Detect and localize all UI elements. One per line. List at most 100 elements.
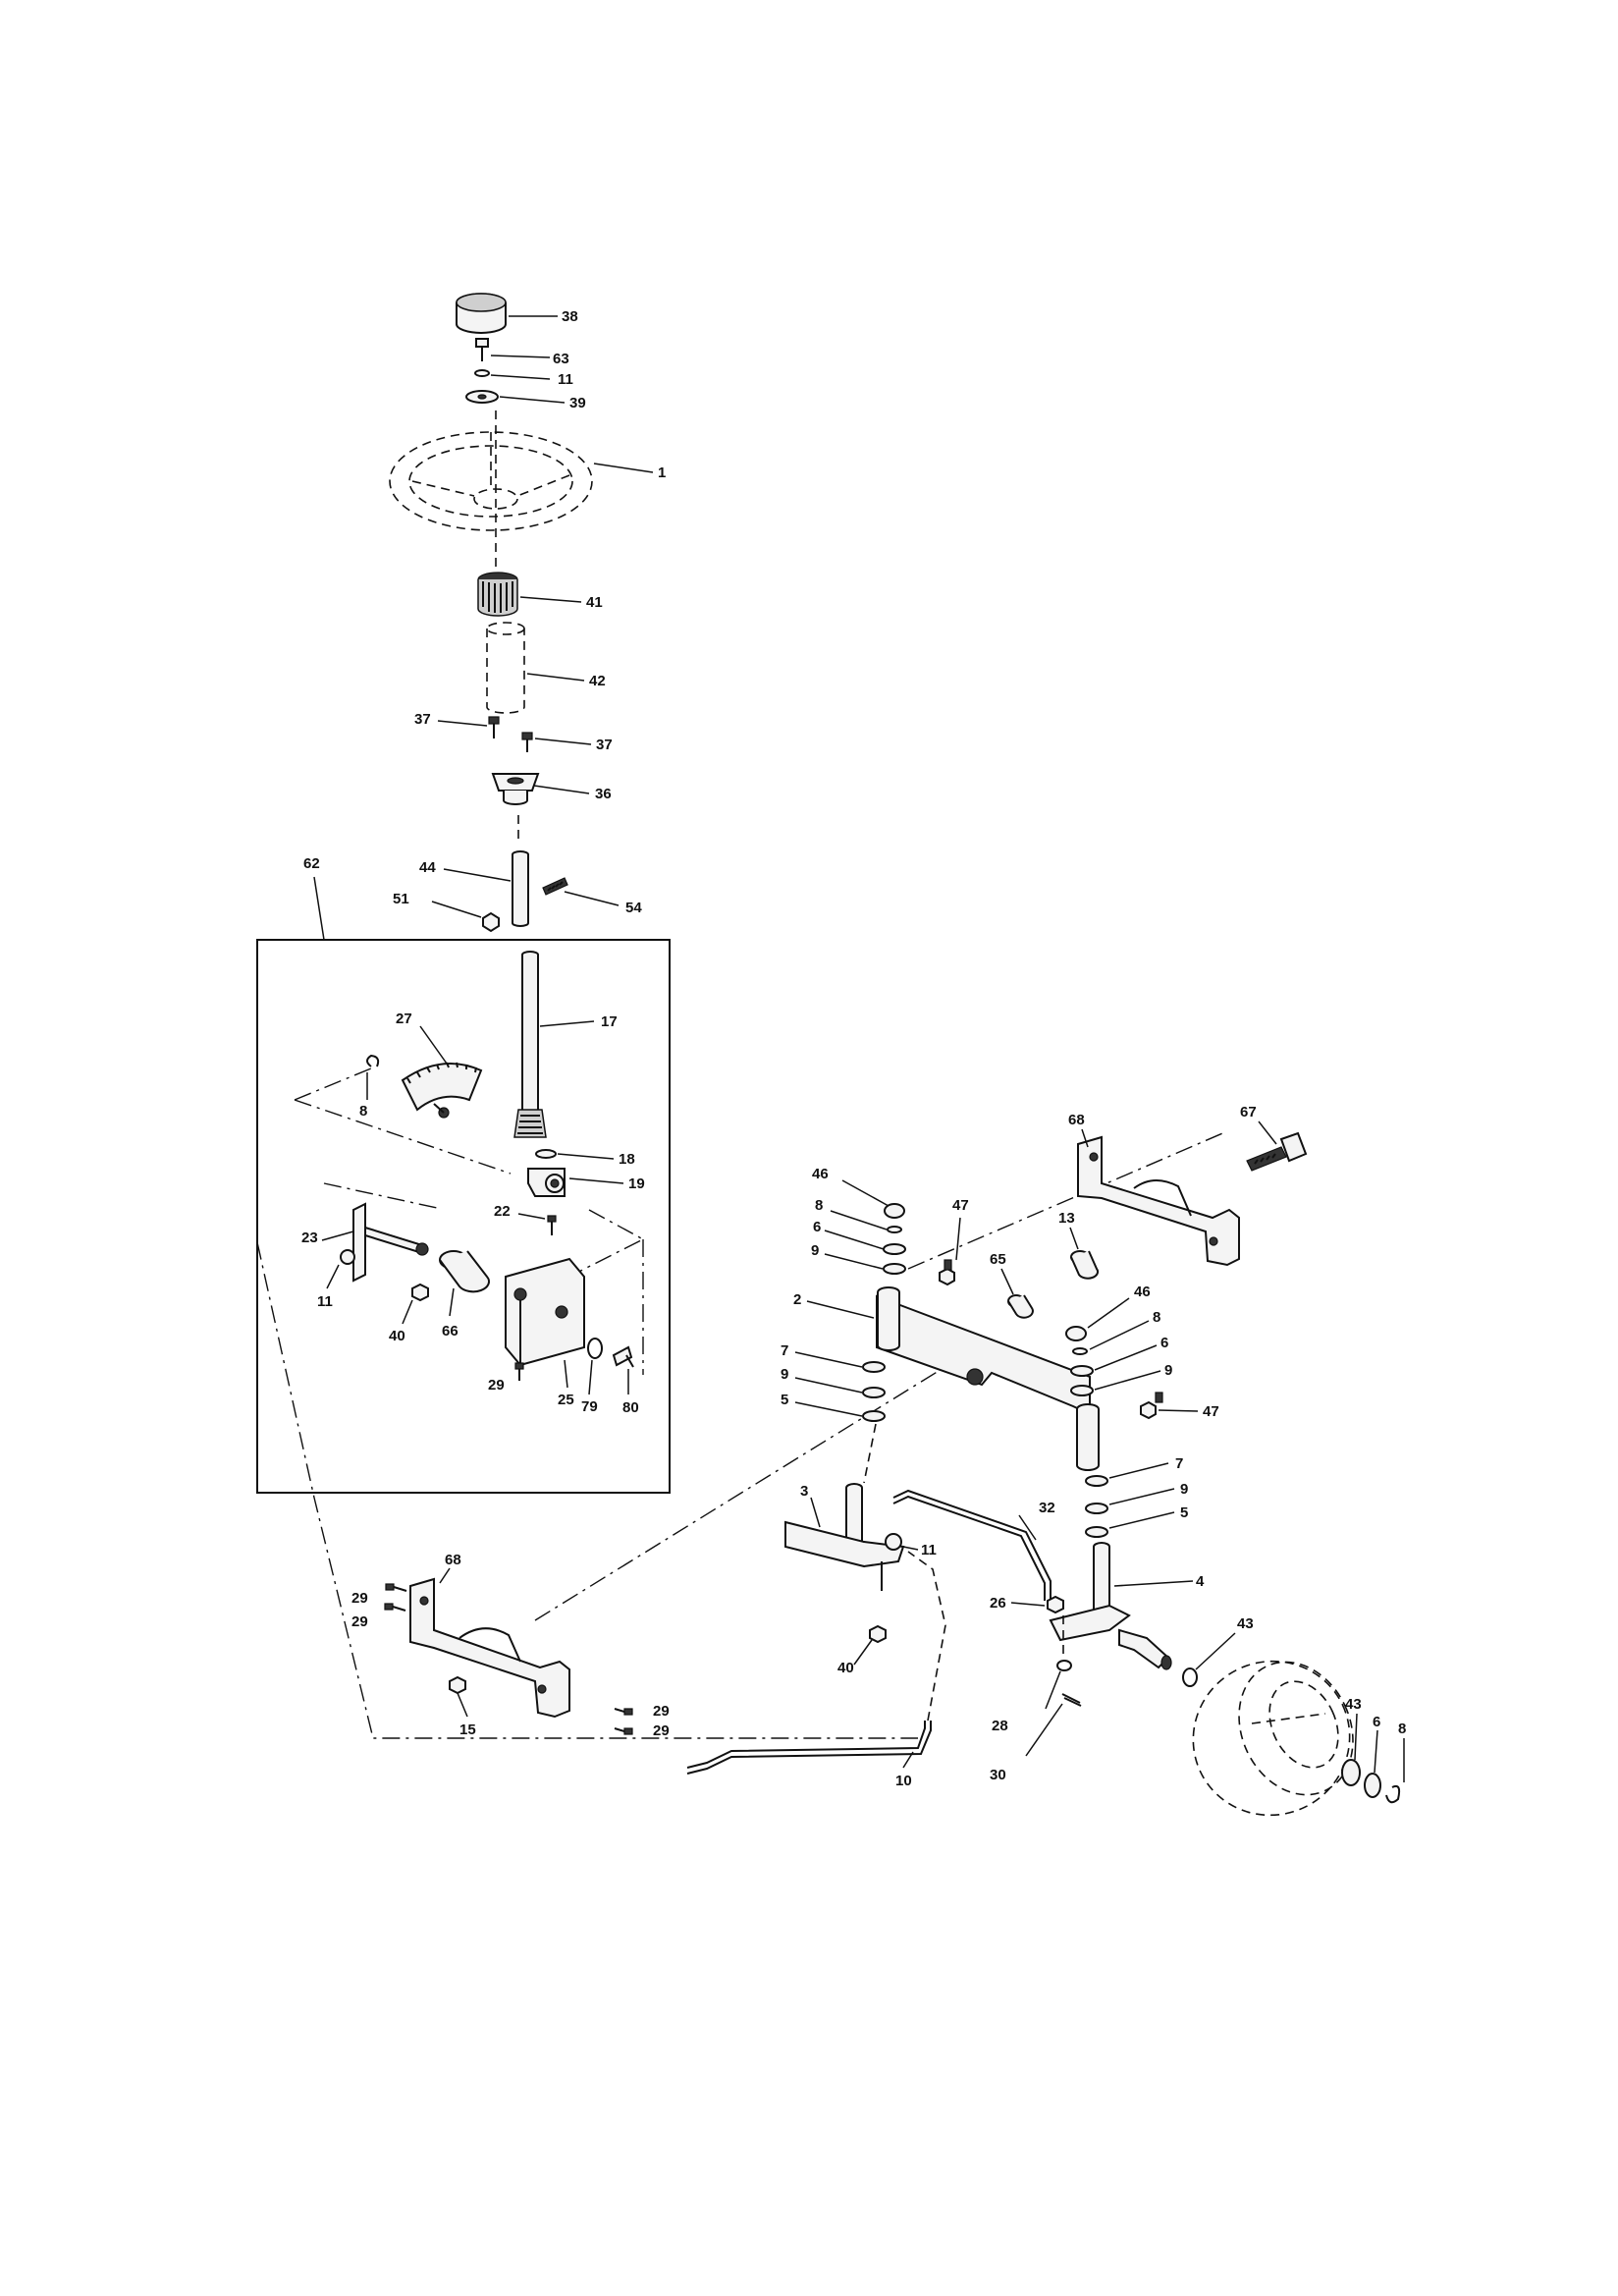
part-steering-shaft [512,850,529,927]
part-screw-right [521,732,533,752]
callout-42: 42 [589,673,606,689]
part-wheel-clip [1385,1784,1401,1804]
part-sector-gear [401,1062,483,1119]
part-bolt [475,338,489,361]
callout-5-right: 5 [1180,1504,1188,1521]
part-angle-bracket [505,1257,585,1367]
callout-9-left-bottom: 9 [781,1366,788,1383]
callout-8-box: 8 [359,1103,367,1120]
callout-41: 41 [586,594,603,611]
callout-6-wheel: 6 [1373,1714,1380,1730]
callout-11-center: 11 [921,1542,937,1558]
part-under-stack-left [862,1361,886,1422]
callout-67: 67 [1240,1104,1257,1121]
callout-19: 19 [628,1175,645,1192]
callout-46-right: 46 [1134,1284,1151,1300]
part-grease-fitting-left [939,1259,955,1286]
part-bracket-washer [587,1338,603,1359]
callout-28: 28 [992,1718,1008,1734]
part-bracket-screw-upper [385,1583,407,1592]
callout-29-mid: 29 [351,1613,368,1630]
part-bracket-screw-right-b [614,1727,633,1735]
callout-29-upper: 29 [351,1590,368,1607]
callout-17: 17 [601,1013,618,1030]
part-gear-washer [535,1149,557,1159]
part-stack-left [883,1203,906,1275]
callout-29-right-bottom: 29 [653,1722,670,1739]
part-cap [456,293,507,334]
part-bracket-nut [449,1675,466,1695]
part-bracket-screw-lower [384,1603,406,1612]
callout-40-box: 40 [389,1328,405,1344]
part-spindle-nut [869,1624,887,1644]
part-box-nut [411,1283,429,1302]
part-pinion-shaft [513,951,547,1138]
part-column-sleeve [486,622,525,714]
part-link-washer [1056,1660,1072,1671]
part-lock-washer [474,369,490,377]
part-box-screw [514,1362,524,1381]
callout-11-box: 11 [317,1293,333,1310]
callout-9-right-bottom: 9 [1180,1481,1188,1498]
part-wheel-washer-6 [1364,1773,1381,1798]
callout-44: 44 [419,859,436,876]
part-bracket-screw-right-a [614,1708,633,1716]
callout-15: 15 [459,1722,476,1738]
part-tie-rod [686,1721,932,1775]
part-flange-bushing [491,773,540,805]
callout-7-left: 7 [781,1342,788,1359]
callout-22: 22 [494,1203,511,1220]
part-pivot-bushing [527,1168,566,1197]
part-hex-nut [482,911,500,933]
callout-3: 3 [800,1483,808,1500]
part-spindle-right [1049,1542,1172,1670]
part-front-wheel [1192,1660,1354,1817]
part-set-screw [547,1215,557,1235]
callout-6-right: 6 [1160,1335,1168,1351]
callout-11-top: 11 [558,371,573,388]
callout-13: 13 [1058,1210,1075,1227]
callout-66: 66 [442,1323,458,1339]
callout-9-left-top: 9 [811,1242,819,1259]
part-flat-washer [465,390,499,404]
callout-6-left: 6 [813,1219,821,1235]
callout-10: 10 [895,1773,912,1789]
part-under-stack-right [1085,1475,1108,1538]
part-pivot-bracket [352,1202,429,1283]
callout-30: 30 [990,1767,1006,1783]
callout-18: 18 [619,1151,635,1168]
callout-26: 26 [990,1595,1006,1612]
callout-43-bottom: 43 [1345,1696,1362,1713]
callout-65: 65 [990,1251,1006,1268]
callout-62: 62 [303,855,320,872]
callout-25: 25 [558,1392,574,1408]
callout-29-box: 29 [488,1377,505,1394]
callout-4: 4 [1196,1573,1205,1590]
part-link-nut [1047,1595,1064,1614]
callout-47-left: 47 [952,1197,969,1214]
part-screw-left [488,716,500,738]
callout-8-wheel: 8 [1398,1721,1406,1737]
part-wheel-washer-outer [1341,1759,1361,1786]
part-frame-bolt [1246,1131,1308,1172]
part-stack-right [1065,1326,1094,1396]
part-axle-bracket-left [409,1577,570,1719]
part-spacer [439,1250,490,1293]
part-wheel-washer-inner [1182,1667,1198,1687]
callout-32: 32 [1039,1500,1055,1516]
part-e-clip [366,1054,380,1067]
callout-79: 79 [581,1398,598,1415]
callout-8-right: 8 [1153,1309,1160,1326]
part-bracket-bolt [612,1345,634,1368]
part-front-axle [876,1286,1100,1471]
callout-29-right-top: 29 [653,1703,670,1720]
callout-51: 51 [393,891,409,907]
callout-40-lower: 40 [837,1660,854,1676]
part-spindle-left [784,1483,905,1591]
callout-47-right: 47 [1203,1403,1219,1420]
callout-5-left: 5 [781,1392,788,1408]
callout-80: 80 [622,1399,639,1416]
callout-37-left: 37 [414,711,431,728]
callout-27: 27 [396,1011,412,1027]
